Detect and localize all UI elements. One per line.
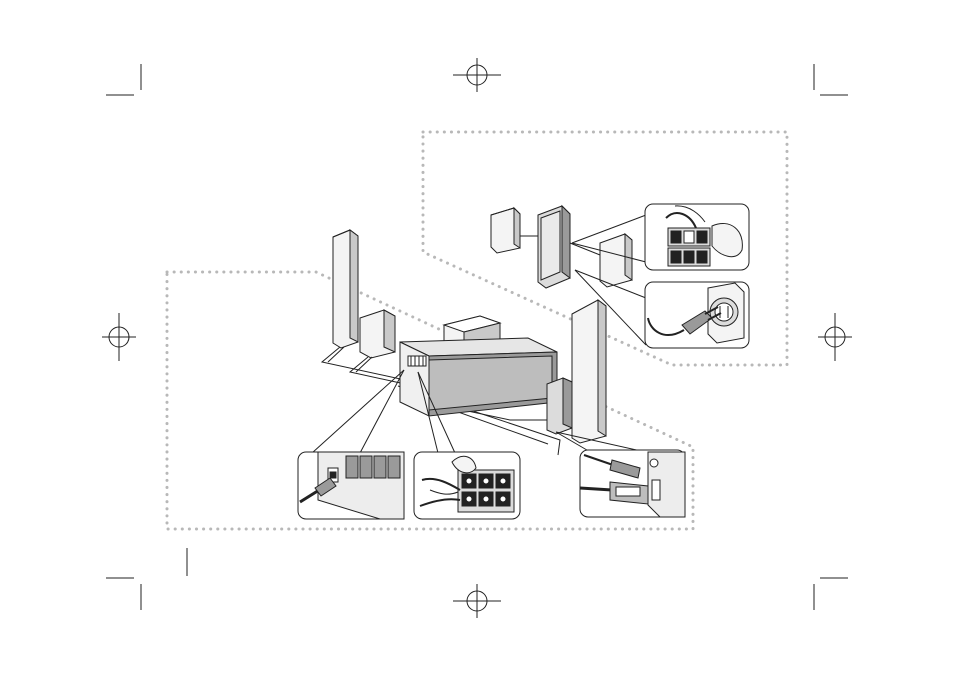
callout-line xyxy=(312,370,404,453)
hdmi-cable xyxy=(580,488,612,490)
power-outlet xyxy=(708,283,744,343)
rear-terminal-inset xyxy=(645,204,749,270)
rear-right-speaker xyxy=(600,234,632,287)
power-plug-inset xyxy=(645,282,749,348)
front-right-speaker xyxy=(572,300,606,443)
speaker-terminal-inset xyxy=(414,452,520,519)
callout-line xyxy=(572,215,646,243)
center-speaker xyxy=(360,310,395,358)
registration-mark-left xyxy=(102,313,136,361)
wireless-receiver xyxy=(538,206,570,288)
main-unit xyxy=(400,338,557,416)
registration-mark-bottom xyxy=(453,584,501,618)
rear-speaker-panel xyxy=(491,204,749,348)
subwoofer xyxy=(547,378,572,434)
front-left-speaker xyxy=(333,230,358,348)
registration-mark-right xyxy=(818,313,852,361)
rear-left-speaker xyxy=(491,208,520,253)
registration-mark-top xyxy=(453,58,501,92)
callout-line xyxy=(360,370,404,453)
antenna-jack-inset xyxy=(298,452,404,519)
hdmi-cable-inset xyxy=(580,450,685,517)
